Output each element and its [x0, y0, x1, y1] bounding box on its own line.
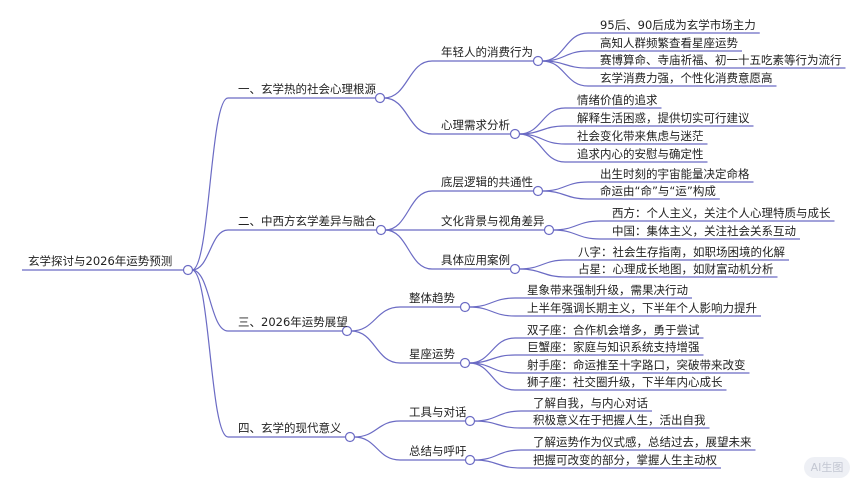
leaf-node[interactable]: 解释生活困惑，提供切实可行建议 [577, 111, 750, 125]
collapse-toggle-icon[interactable] [509, 263, 521, 275]
branch-connector [541, 190, 589, 200]
branch-connector [468, 306, 516, 317]
subtopic-node[interactable]: 年轻人的消费行为 [441, 45, 533, 59]
branch-connector [473, 410, 522, 422]
branch-connector [541, 181, 589, 192]
leaf-node[interactable]: 把握可改变的部分，掌握人生主动权 [533, 453, 717, 467]
leaf-node[interactable]: 情绪价值的追求 [577, 93, 658, 107]
branch-connector [350, 330, 401, 364]
leaf-node[interactable]: 占星：心理成长地图，如财富动机分析 [578, 262, 774, 276]
collapse-toggle-icon[interactable] [341, 325, 353, 337]
branch-connector [191, 229, 229, 271]
branch-node[interactable]: 四、玄学的现代意义 [238, 421, 342, 435]
branch-connector [383, 60, 433, 99]
branch-connector [350, 306, 401, 332]
branch-connector [191, 269, 229, 332]
ai-generate-image-button[interactable]: AI生图 [804, 457, 850, 478]
leaf-node[interactable]: 射手座：命运推至十字路口，突破带来改变 [527, 358, 746, 372]
leaf-node[interactable]: 高知人群频繁查看星座运势 [600, 36, 738, 50]
leaf-node[interactable]: 巨蟹座：家庭与知识系统支持增强 [527, 340, 700, 354]
leaf-node[interactable]: 西方：个人主义，关注个人心理特质与成长 [612, 206, 831, 220]
leaf-node[interactable]: 95后、90后成为玄学市场主力 [600, 18, 756, 32]
branch-connector [518, 268, 567, 278]
branch-connector [518, 259, 567, 270]
leaf-node[interactable]: 双子座：合作机会增多，勇于尝试 [527, 323, 700, 337]
leaf-node[interactable]: 命运由“命”与“运”构成 [600, 184, 716, 198]
leaf-node[interactable]: 八字：社会生存指南，如职场困境的化解 [578, 245, 785, 259]
collapse-toggle-icon[interactable] [374, 92, 386, 104]
branch-node[interactable]: 二、中西方玄学差异与融合 [238, 214, 376, 228]
subtopic-node[interactable]: 心理需求分析 [441, 118, 510, 132]
collapse-toggle-icon[interactable] [532, 55, 544, 67]
branch-connector [541, 32, 589, 62]
collapse-toggle-icon[interactable] [464, 415, 476, 427]
branch-connector [473, 459, 522, 469]
branch-connector [468, 362, 516, 391]
branch-connector [473, 420, 522, 429]
branch-connector [384, 229, 433, 270]
subtopic-node[interactable]: 总结与呼吁 [409, 444, 467, 458]
subtopic-node[interactable]: 具体应用案例 [441, 253, 510, 267]
collapse-toggle-icon[interactable] [464, 454, 476, 466]
leaf-node[interactable]: 中国：集体主义，关注社会关系互动 [612, 224, 796, 238]
branch-connector [473, 449, 522, 461]
branch-connector [541, 60, 589, 87]
collapse-toggle-icon[interactable] [375, 224, 387, 236]
branch-connector [191, 269, 229, 438]
subtopic-node[interactable]: 文化背景与视角差异 [441, 214, 545, 228]
subtopic-node[interactable]: 工具与对话 [409, 405, 467, 419]
branch-connector [384, 190, 433, 231]
branch-connector [353, 436, 401, 461]
leaf-node[interactable]: 积极意义在于把握人生，活出自我 [533, 413, 706, 427]
subtopic-node[interactable]: 星座运势 [409, 347, 455, 361]
root-node[interactable]: 玄学探讨与2026年运势预测 [28, 254, 172, 268]
leaf-node[interactable]: 社会变化带来焦虑与迷茫 [577, 129, 704, 143]
branch-connector [552, 229, 601, 240]
branch-connector [518, 133, 566, 163]
leaf-node[interactable]: 玄学消费力强，个性化消费意愿高 [600, 71, 773, 85]
leaf-node[interactable]: 了解运势作为仪式感，总结过去，展望未来 [533, 435, 752, 449]
leaf-node[interactable]: 赛博算命、寺庙祈福、初一十五吃素等行为流行 [600, 53, 842, 67]
leaf-node[interactable]: 上半年强调长期主义，下半年个人影响力提升 [527, 301, 757, 315]
leaf-node[interactable]: 出生时刻的宇宙能量决定命格 [600, 167, 750, 181]
collapse-toggle-icon[interactable] [459, 357, 471, 369]
collapse-toggle-icon[interactable] [344, 431, 356, 443]
leaf-node[interactable]: 星象带来强制升级，需果决行动 [527, 283, 688, 297]
branch-connector [468, 297, 516, 308]
collapse-toggle-icon[interactable] [532, 185, 544, 197]
branch-node[interactable]: 三、2026年运势展望 [238, 315, 348, 329]
leaf-node[interactable]: 追求内心的安慰与确定性 [577, 147, 704, 161]
branch-node[interactable]: 一、玄学热的社会心理根源 [238, 82, 376, 96]
subtopic-node[interactable]: 底层逻辑的共通性 [441, 175, 533, 189]
branch-connector [353, 420, 401, 438]
subtopic-node[interactable]: 整体趋势 [409, 291, 455, 305]
branch-connector [383, 97, 433, 135]
collapse-toggle-icon[interactable] [509, 128, 521, 140]
collapse-toggle-icon[interactable] [543, 224, 555, 236]
branch-connector [191, 97, 229, 271]
collapse-toggle-icon[interactable] [182, 264, 194, 276]
branch-connector [552, 220, 601, 231]
leaf-node[interactable]: 了解自我，与内心对话 [533, 396, 648, 410]
leaf-node[interactable]: 狮子座：社交圈升级，下半年内心成长 [527, 375, 723, 389]
collapse-toggle-icon[interactable] [459, 301, 471, 313]
